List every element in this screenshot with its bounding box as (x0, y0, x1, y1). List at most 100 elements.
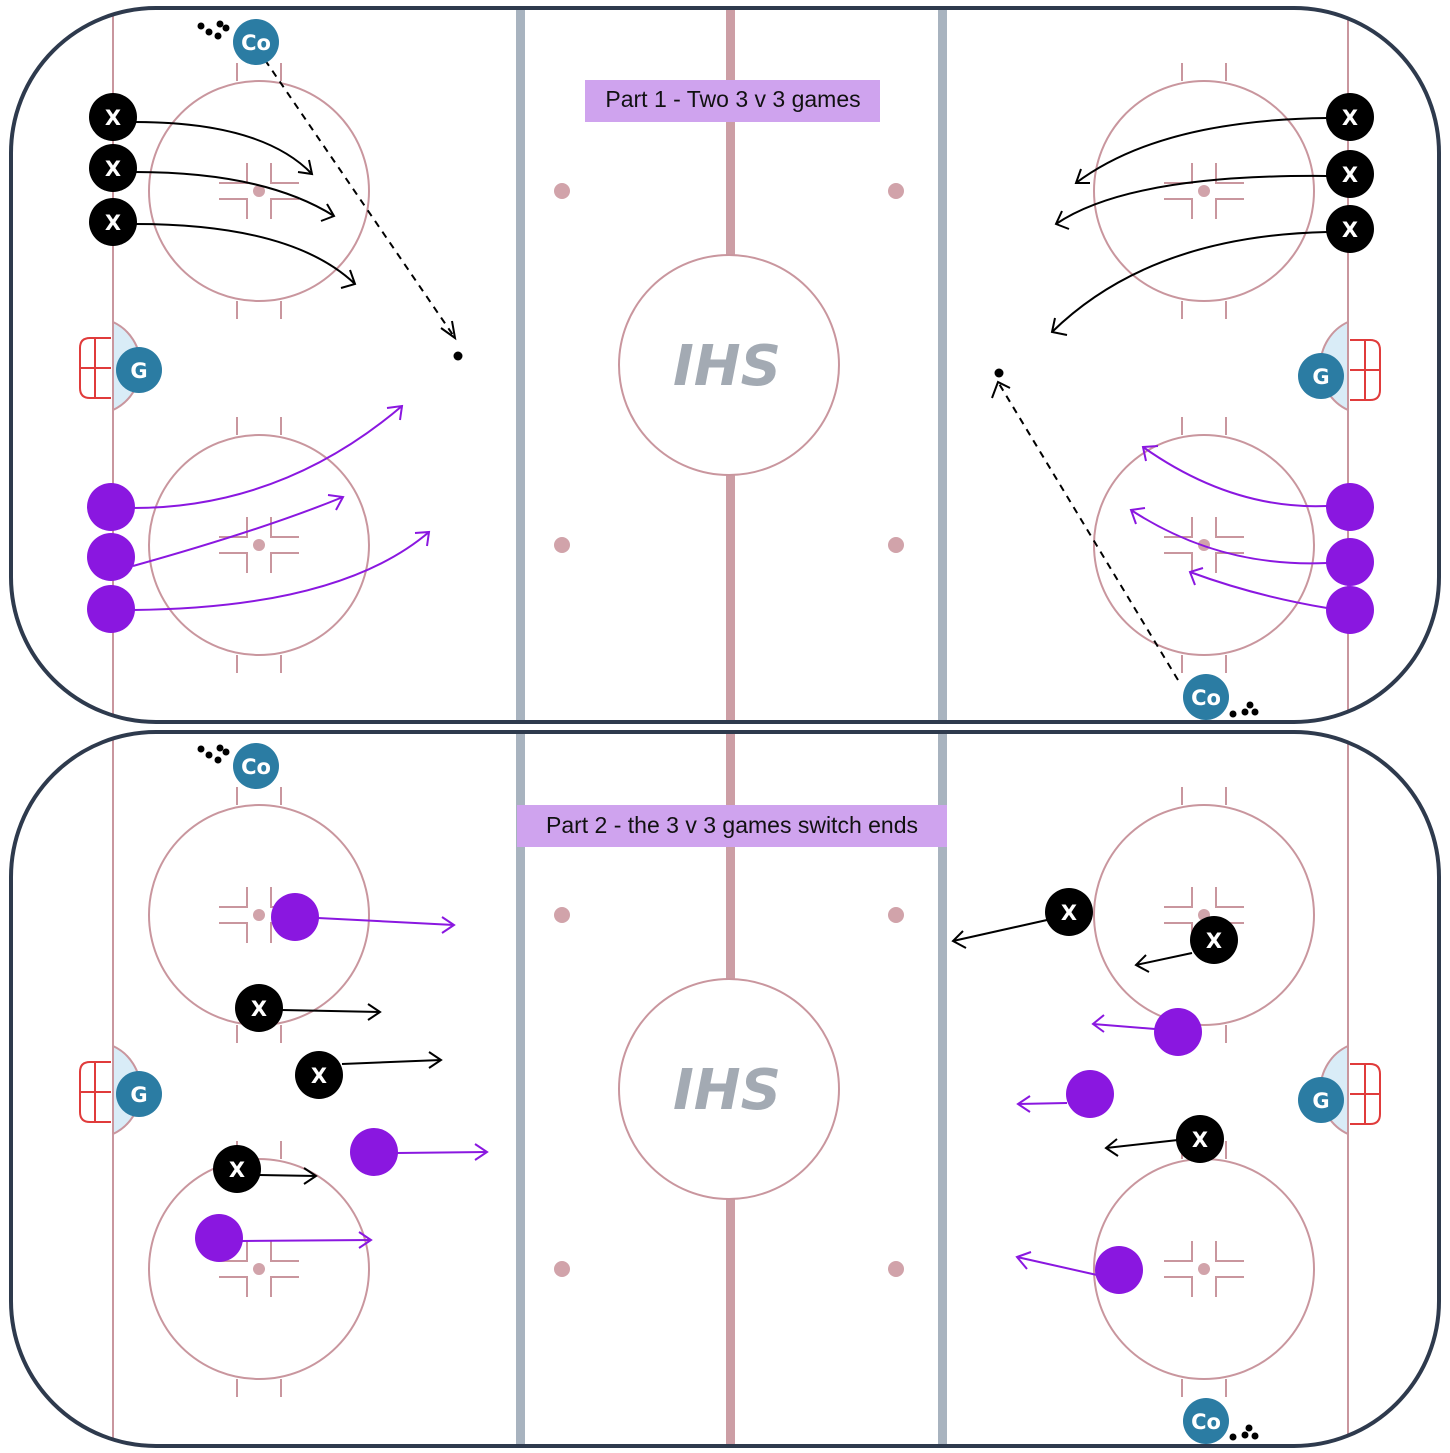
arrow-head (367, 1003, 382, 1021)
svg-text:Co: Co (241, 31, 271, 55)
svg-text:X: X (1206, 929, 1222, 953)
drill-paths-2 (241, 916, 1193, 1276)
center-circle (618, 978, 840, 1200)
skate-path (132, 496, 344, 567)
arrow-head (1091, 1014, 1105, 1033)
black-player: X (1045, 888, 1093, 936)
skate-path (258, 1174, 317, 1177)
arrow-head (428, 1051, 443, 1069)
center-circle (618, 254, 840, 476)
arrow-head (951, 930, 967, 949)
coach-pass-path (997, 381, 1179, 681)
skate-path (1055, 174, 1328, 225)
skate-path (241, 1239, 372, 1242)
arrow-head (340, 269, 357, 289)
arrow-head (1054, 210, 1070, 230)
arrow-head (1134, 954, 1150, 973)
puck (994, 368, 1004, 378)
svg-text:G: G (1312, 1089, 1329, 1113)
rink-surface-2: IHS (11, 732, 1439, 1446)
svg-text:G: G (130, 359, 147, 383)
skate-path (134, 171, 335, 217)
arrow-head (297, 159, 314, 176)
purple-player (1326, 586, 1374, 634)
arrow-head (1050, 317, 1068, 336)
skate-path (1092, 1023, 1156, 1030)
skate-path (1142, 446, 1328, 508)
title-box-2 (517, 805, 947, 847)
boards-1 (9, 6, 1441, 724)
svg-text:Co: Co (1191, 1410, 1221, 1434)
blue-line-right (938, 8, 947, 722)
skate-path (132, 405, 403, 509)
skate-path (1017, 1102, 1068, 1105)
coach-token: Co (1183, 674, 1229, 720)
purple-player (1154, 1008, 1202, 1056)
black-player: X (1326, 150, 1374, 198)
goalie-token: G (1298, 353, 1344, 399)
purple-player (350, 1128, 398, 1176)
black-player: X (1326, 93, 1374, 141)
neutral-dot (554, 907, 570, 923)
arrow-head (414, 530, 431, 547)
purple-player (1326, 538, 1374, 586)
purple-player (1066, 1070, 1114, 1118)
arrow-head (386, 404, 404, 421)
neutral-dot (888, 183, 904, 199)
goal-net-right (1350, 339, 1381, 401)
arrow-head (1129, 507, 1146, 525)
svg-text:X: X (105, 157, 121, 181)
svg-text:X: X (1061, 901, 1077, 925)
svg-text:G: G (1312, 365, 1329, 389)
svg-text:X: X (105, 211, 121, 235)
coach-token: Co (233, 743, 279, 789)
faceoff-circle-bottom-left (148, 417, 370, 673)
neutral-dot (554, 183, 570, 199)
coach-token: Co (1183, 1398, 1229, 1444)
purple-player (271, 893, 319, 941)
goalie-token: G (116, 1071, 162, 1117)
skate-path (281, 1009, 381, 1013)
svg-text:X: X (311, 1064, 327, 1088)
panel-part-1: IHS (9, 6, 1441, 724)
arrow-head (441, 916, 456, 934)
arrow-head (320, 203, 336, 222)
skate-path (317, 917, 455, 926)
puck-pile (1229, 1424, 1259, 1441)
skate-path (1189, 571, 1328, 609)
skate-path (1135, 952, 1193, 966)
blue-line-right (938, 732, 947, 1446)
skate-path (1130, 509, 1328, 565)
faceoff-circle-top-right (1093, 787, 1315, 1043)
coach-pass-path (264, 59, 456, 339)
arrow-head (1141, 445, 1159, 462)
black-player: X (213, 1145, 261, 1193)
black-player: X (89, 144, 137, 192)
coach-token: Co (233, 19, 279, 65)
skate-path (341, 1059, 442, 1065)
svg-text:X: X (1342, 163, 1358, 187)
svg-text:G: G (130, 1083, 147, 1107)
black-player: X (1326, 205, 1374, 253)
arrow-head (991, 380, 1011, 399)
svg-text:X: X (1192, 1128, 1208, 1152)
title-box-1 (585, 80, 880, 122)
blue-line-left (516, 732, 525, 1446)
purple-player (1326, 483, 1374, 531)
skate-path (132, 531, 430, 611)
panel-title: Part 1 - Two 3 v 3 games (605, 86, 860, 112)
faceoff-circle-bottom-left (148, 1141, 370, 1397)
center-logo: IHS (673, 1058, 781, 1123)
arrow-head (1188, 567, 1204, 586)
skate-path (1105, 1139, 1179, 1149)
faceoff-circle-top-left (148, 787, 370, 1043)
purple-player (87, 585, 135, 633)
boards-2 (9, 730, 1441, 1448)
arrow-head (440, 320, 457, 341)
arrow-head (1015, 1251, 1032, 1270)
puck (453, 351, 463, 361)
svg-text:X: X (229, 1158, 245, 1182)
arrow-head (303, 1167, 318, 1185)
skate-path (1075, 117, 1328, 184)
